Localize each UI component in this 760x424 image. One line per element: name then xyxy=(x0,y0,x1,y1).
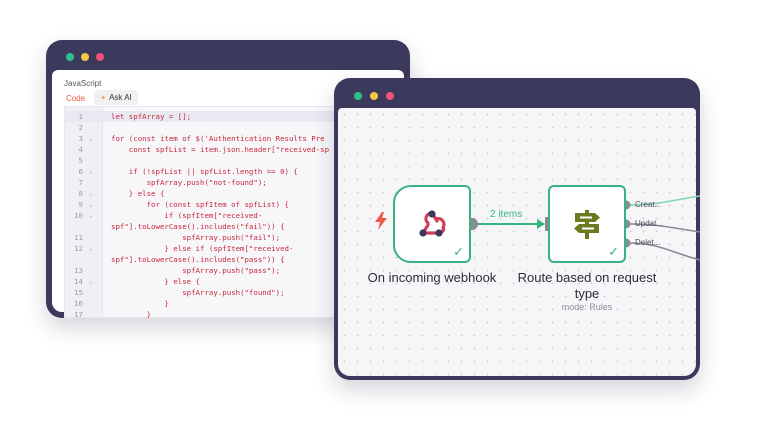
line-number: 1 xyxy=(78,112,83,121)
workflow-window: 2 items ✓ xyxy=(334,78,701,380)
webhook-icon xyxy=(419,210,446,237)
code-line[interactable]: 14 ⌄ } else { xyxy=(65,276,405,287)
language-label: JavaScript xyxy=(64,79,102,88)
code-text: spfArray.push("pass"); xyxy=(111,266,281,275)
connection-arrow-icon xyxy=(537,219,545,229)
tab-code[interactable]: Code xyxy=(66,94,86,103)
code-text: } else { xyxy=(111,189,165,198)
window-dot-yellow[interactable] xyxy=(370,92,378,100)
code-text: } xyxy=(111,299,169,308)
webhook-node-title: On incoming webhook xyxy=(367,270,497,285)
code-line[interactable]: 6 ⌄ if (!spfList || spfList.length == 0) … xyxy=(65,166,405,177)
code-line[interactable]: 7 spfArray.push("not-found"); xyxy=(65,177,405,188)
sparkle-icon: ✦ xyxy=(100,94,107,102)
workflow-canvas[interactable]: 2 items ✓ xyxy=(338,108,701,376)
line-number: 17 xyxy=(74,310,83,319)
line-number: 10 xyxy=(74,211,83,220)
tab-ask-ai-label: Ask AI xyxy=(109,93,132,102)
line-number: 3 xyxy=(78,134,83,143)
success-check-icon: ✓ xyxy=(453,244,464,259)
line-number: 6 xyxy=(78,167,83,176)
line-number: 4 xyxy=(78,145,83,154)
line-number-gutter xyxy=(65,107,103,317)
code-line[interactable]: 15 spfArray.push("found"); xyxy=(65,287,405,298)
window-dot-pink[interactable] xyxy=(386,92,394,100)
lightning-icon xyxy=(375,212,387,230)
code-text: } else { xyxy=(111,277,200,286)
code-line[interactable]: 4 const spfList = item.json.header["rece… xyxy=(65,144,405,155)
output-wire-delete xyxy=(629,242,701,261)
workflow-titlebar xyxy=(334,78,700,108)
code-line[interactable]: spf"].toLowerCase().includes("fail")) { xyxy=(65,221,405,232)
code-line[interactable]: 16 } xyxy=(65,298,405,309)
line-number: 2 xyxy=(78,123,83,132)
code-line[interactable]: 13 spfArray.push("pass"); xyxy=(65,265,405,276)
connection-items-label: 2 items xyxy=(490,209,523,220)
success-check-icon: ✓ xyxy=(608,244,619,259)
router-node-title: Route based on request type xyxy=(517,270,657,301)
code-text: for (const item of $('Authentication Res… xyxy=(111,134,325,143)
code-text: spfArray.push("fail"); xyxy=(111,233,281,242)
fold-chevron-icon[interactable]: ⌄ xyxy=(89,135,93,142)
code-line[interactable]: 12 ⌄ } else if (spfItem["received- xyxy=(65,243,405,254)
router-node[interactable]: ✓ xyxy=(548,185,626,263)
code-line[interactable]: spf"].toLowerCase().includes("pass")) { xyxy=(65,254,405,265)
code-text: spfArray.push("not-found"); xyxy=(111,178,267,187)
output-label-update: Updat... xyxy=(635,219,664,228)
fold-chevron-icon[interactable]: ⌄ xyxy=(89,168,93,175)
code-line[interactable]: 1 let spfArray = []; xyxy=(65,111,405,122)
code-text: let spfArray = []; xyxy=(111,112,192,121)
line-number: 16 xyxy=(74,299,83,308)
fold-chevron-icon[interactable]: ⌄ xyxy=(89,190,93,197)
line-number: 13 xyxy=(74,266,83,275)
editor-titlebar xyxy=(46,40,410,70)
window-dot-pink[interactable] xyxy=(96,53,104,61)
code-line[interactable]: 10 ⌄ if (spfItem["received- xyxy=(65,210,405,221)
code-text: if (!spfList || spfList.length == 0) { xyxy=(111,167,298,176)
code-text: } else if (spfItem["received- xyxy=(111,244,294,253)
code-line[interactable]: 11 spfArray.push("fail"); xyxy=(65,232,405,243)
code-line[interactable]: 3 ⌄ for (const item of $('Authentication R… xyxy=(65,133,405,144)
fold-chevron-icon[interactable]: ⌄ xyxy=(89,278,93,285)
output-wire-create xyxy=(629,195,701,206)
line-number: 15 xyxy=(74,288,83,297)
code-text: const spfList = item.json.header["receiv… xyxy=(111,145,330,154)
line-number: 5 xyxy=(78,156,83,165)
window-dot-green[interactable] xyxy=(354,92,362,100)
signpost-icon xyxy=(574,210,600,239)
code-text: for (const spfItem of spfList) { xyxy=(111,200,289,209)
line-number: 12 xyxy=(74,244,83,253)
output-label-create: Creat... xyxy=(635,200,662,209)
code-text: spf"].toLowerCase().includes("pass")) { xyxy=(111,255,285,264)
output-wire-update xyxy=(629,223,701,233)
code-line[interactable]: 17 } xyxy=(65,309,405,320)
window-dot-yellow[interactable] xyxy=(81,53,89,61)
line-number: 14 xyxy=(74,277,83,286)
fold-chevron-icon[interactable]: ⌄ xyxy=(89,201,93,208)
code-text: spf"].toLowerCase().includes("fail")) { xyxy=(111,222,285,231)
code-line[interactable]: 5 xyxy=(65,155,405,166)
line-number: 7 xyxy=(78,178,83,187)
code-text: if (spfItem["received- xyxy=(111,211,263,220)
code-text: } xyxy=(111,310,152,319)
webhook-node[interactable]: ✓ xyxy=(393,185,471,263)
router-node-subtitle: mode: Rules xyxy=(561,302,613,312)
code-line[interactable]: 8 ⌄ } else { xyxy=(65,188,405,199)
line-number: 11 xyxy=(74,233,83,242)
code-line[interactable]: 2 xyxy=(65,122,405,133)
line-number: 9 xyxy=(78,200,83,209)
fold-chevron-icon[interactable]: ⌄ xyxy=(89,245,93,252)
window-dot-green[interactable] xyxy=(66,53,74,61)
line-number: 8 xyxy=(78,189,83,198)
fold-chevron-icon[interactable]: ⌄ xyxy=(89,212,93,219)
code-line[interactable]: 9 ⌄ for (const spfItem of spfList) { xyxy=(65,199,405,210)
code-text: spfArray.push("found"); xyxy=(111,288,285,297)
output-label-delete: Delet... xyxy=(635,238,661,247)
tab-ask-ai[interactable]: ✦ Ask AI xyxy=(94,90,138,105)
